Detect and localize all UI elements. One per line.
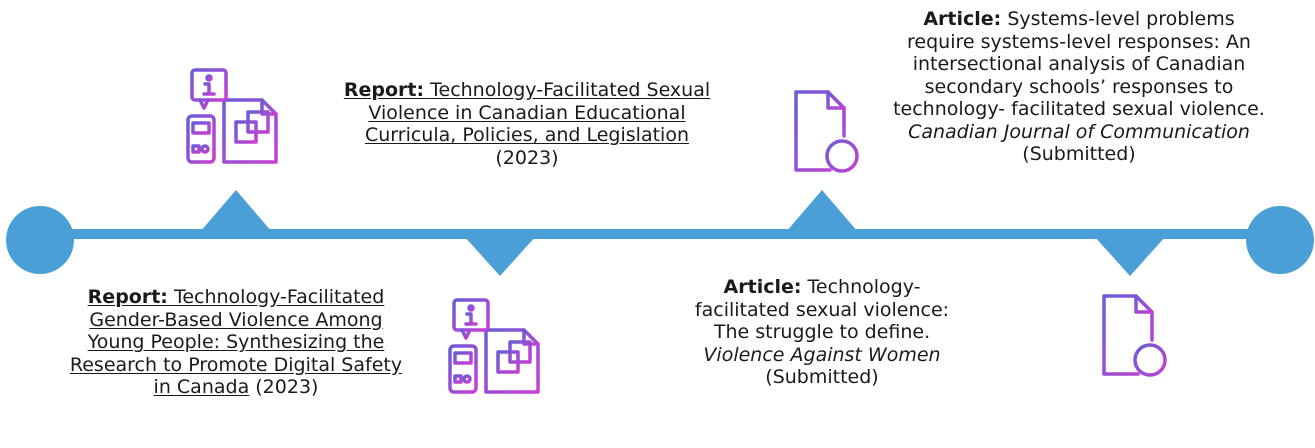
article-systems-status: (Submitted) — [1022, 143, 1136, 165]
article-struggle-text: Technology-facilitated sexual violence: … — [694, 276, 950, 343]
report-curricula-year: (2023) — [495, 146, 559, 169]
timeline-marker-down-1 — [464, 236, 536, 276]
report-young-people-entry: Report: Technology-Facilitated Gender-Ba… — [60, 286, 412, 399]
report-young-people-link[interactable]: Report: Technology-Facilitated Gender-Ba… — [69, 286, 403, 398]
add-document-icon — [790, 88, 860, 178]
article-systems-journal: Canadian Journal of Communication — [908, 120, 1250, 143]
report-document-icon — [446, 296, 546, 396]
report-curricula-link[interactable]: Report: Technology-Facilitated Sexual Vi… — [343, 79, 711, 146]
timeline-end-circle — [1246, 206, 1314, 274]
timeline-line — [40, 229, 1280, 239]
article-systems-kind: Article: — [923, 8, 1002, 30]
article-systems-text: Systems-level problems require systems-l… — [893, 8, 1265, 120]
article-struggle-journal: Violence Against Women — [703, 343, 941, 366]
report-document-icon — [184, 66, 284, 166]
article-struggle-kind: Article: — [723, 276, 802, 298]
report-curricula-entry: Report: Technology-Facilitated Sexual Vi… — [332, 79, 722, 169]
timeline-marker-down-2 — [1094, 236, 1166, 276]
report-young-people-year: (2023) — [255, 376, 319, 398]
timeline-marker-up-2 — [786, 190, 858, 232]
article-struggle-status: (Submitted) — [765, 366, 879, 388]
article-struggle-entry: Article: Technology-facilitated sexual v… — [682, 276, 962, 389]
article-systems-entry: Article: Systems-level problems require … — [889, 8, 1269, 166]
add-document-icon — [1098, 292, 1168, 382]
timeline-start-circle — [6, 206, 74, 274]
timeline-marker-up-1 — [200, 190, 272, 232]
